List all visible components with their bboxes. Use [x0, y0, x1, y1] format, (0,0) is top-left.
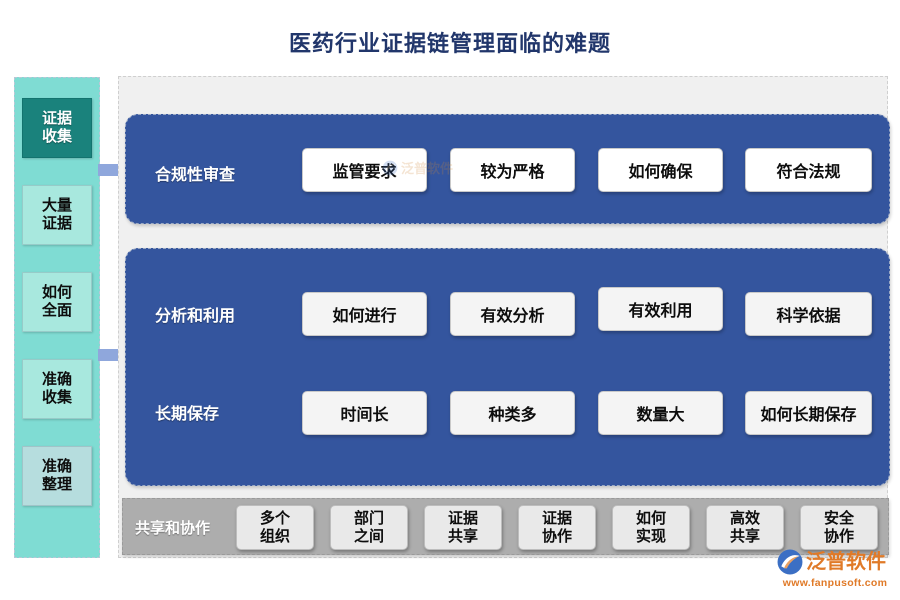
- chip-fairly-strict[interactable]: 较为严格: [450, 148, 575, 192]
- collab-chip-line1: 高效: [729, 510, 760, 528]
- sidebar-item-evidence-collection[interactable]: 证据 收集: [22, 98, 92, 158]
- logo-name: 泛普软件: [806, 551, 886, 573]
- sidebar-item-line1: 证据: [41, 110, 72, 128]
- collab-chip-line2: 协作: [823, 527, 854, 545]
- collab-chip-multiple-organizations[interactable]: 多个 组织: [236, 505, 314, 550]
- collab-chip-line1: 部门: [353, 510, 384, 528]
- sidebar-item-line1: 大量: [41, 197, 72, 215]
- sidebar-item-line2: 整理: [41, 476, 72, 493]
- collab-chip-secure-collaboration[interactable]: 安全 协作: [800, 505, 878, 550]
- chip-effective-utilization[interactable]: 有效利用: [598, 287, 723, 331]
- collab-chip-evidence-collaboration[interactable]: 证据 协作: [518, 505, 596, 550]
- chip-large-quantity[interactable]: 数量大: [598, 391, 723, 435]
- sidebar-item-line2: 全面: [41, 302, 72, 319]
- sidebar-item-line2: 证据: [41, 215, 72, 232]
- sidebar-item-how-comprehensive[interactable]: 如何 全面: [22, 272, 92, 332]
- panel-analysis-and-storage: [125, 248, 890, 486]
- fanpu-logo-icon: [777, 549, 803, 575]
- collab-chip-line2: 共享: [447, 527, 478, 545]
- sidebar-item-line1: 准确: [41, 371, 72, 389]
- chip-scientific-basis[interactable]: 科学依据: [745, 292, 872, 336]
- fanpu-logo[interactable]: 泛普软件 www.fanpusoft.com: [777, 549, 893, 591]
- sidebar-item-accurate-organization[interactable]: 准确 整理: [22, 446, 92, 506]
- collab-chip-line1: 多个: [259, 510, 290, 528]
- row-label-long-term-storage: 长期保存: [155, 406, 220, 423]
- collab-chip-line1: 安全: [823, 510, 854, 528]
- collab-chip-line2: 协作: [541, 527, 572, 545]
- collab-chip-how-to-realize[interactable]: 如何 实现: [612, 505, 690, 550]
- sidebar-item-line1: 如何: [41, 284, 72, 302]
- collab-chip-line2: 之间: [353, 527, 384, 545]
- collab-chip-between-departments[interactable]: 部门 之间: [330, 505, 408, 550]
- sidebar-item-line1: 准确: [41, 458, 72, 476]
- collab-label: 共享和协作: [135, 520, 211, 537]
- collab-chip-line1: 证据: [541, 510, 572, 528]
- collab-chip-line2: 组织: [259, 527, 290, 545]
- collab-chip-line2: 实现: [635, 527, 666, 545]
- sidebar-item-accurate-collection[interactable]: 准确 收集: [22, 359, 92, 419]
- sidebar-item-line2: 收集: [41, 128, 72, 145]
- chip-many-types[interactable]: 种类多: [450, 391, 575, 435]
- collab-chip-evidence-sharing[interactable]: 证据 共享: [424, 505, 502, 550]
- evidence-sidebar: 证据 收集 大量 证据 如何 全面 准确 收集 准确 整理: [14, 77, 100, 558]
- chip-long-duration[interactable]: 时间长: [302, 391, 427, 435]
- chip-regulatory-requirement[interactable]: 监管要求: [302, 148, 427, 192]
- collab-chip-line1: 如何: [635, 510, 666, 528]
- chip-how-to-store-long-term[interactable]: 如何长期保存: [745, 391, 872, 435]
- collab-chip-line1: 证据: [447, 510, 478, 528]
- page-title: 医药行业证据链管理面临的难题: [288, 31, 611, 56]
- chip-effective-analysis[interactable]: 有效分析: [450, 292, 575, 336]
- chip-how-to-ensure[interactable]: 如何确保: [598, 148, 723, 192]
- chip-regulatory-compliance[interactable]: 符合法规: [745, 148, 872, 192]
- collab-chip-efficient-sharing[interactable]: 高效 共享: [706, 505, 784, 550]
- sidebar-item-line2: 收集: [41, 389, 72, 406]
- row-label-analysis: 分析和利用: [155, 308, 236, 325]
- collab-chip-line2: 共享: [729, 527, 760, 545]
- logo-url: www.fanpusoft.com: [782, 577, 888, 589]
- sidebar-item-large-volume[interactable]: 大量 证据: [22, 185, 92, 245]
- chip-how-to-conduct[interactable]: 如何进行: [302, 292, 427, 336]
- bar-sharing-and-collaboration: 共享和协作 多个 组织 部门 之间 证据 共享 证据 协作 如何 实现 高效 共…: [122, 498, 889, 555]
- row-label-compliance: 合规性审查: [155, 167, 236, 184]
